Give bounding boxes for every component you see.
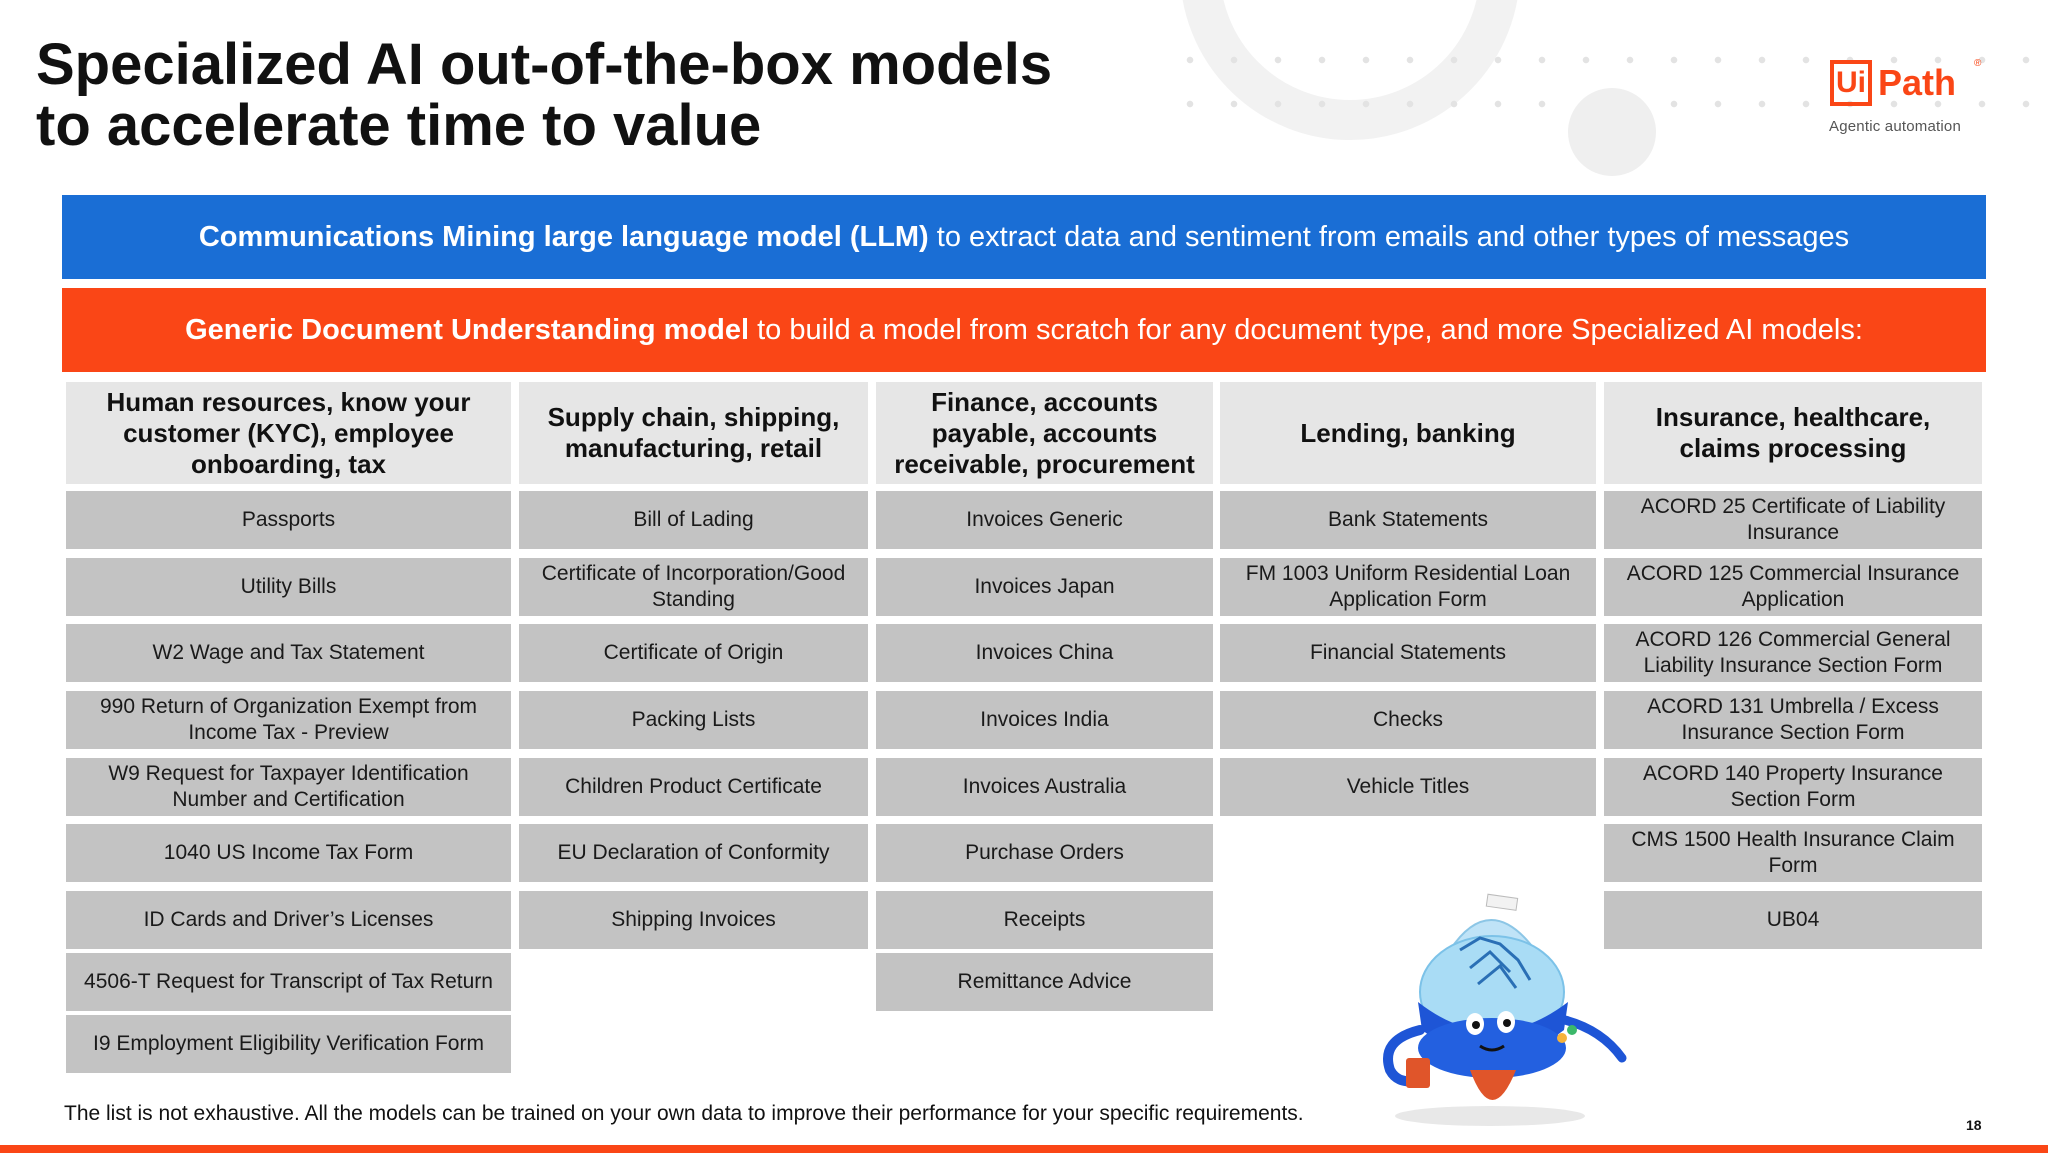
model-cell: ACORD 125 Commercial Insurance Applicati… bbox=[1604, 558, 1982, 616]
model-cell: Invoices Australia bbox=[876, 758, 1213, 816]
model-cell: 1040 US Income Tax Form bbox=[66, 824, 511, 882]
model-cell: ID Cards and Driver’s Licenses bbox=[66, 891, 511, 949]
model-cell: Packing Lists bbox=[519, 691, 868, 749]
du-banner-bold: Generic Document Understanding model bbox=[185, 313, 750, 346]
model-cell: ACORD 131 Umbrella / Excess Insurance Se… bbox=[1604, 691, 1982, 749]
model-cell: ACORD 25 Certificate of Liability Insura… bbox=[1604, 491, 1982, 549]
model-cell: CMS 1500 Health Insurance Claim Form bbox=[1604, 824, 1982, 882]
model-cell: ACORD 140 Property Insurance Section For… bbox=[1604, 758, 1982, 816]
model-cell: Passports bbox=[66, 491, 511, 549]
footnote: The list is not exhaustive. All the mode… bbox=[64, 1102, 1304, 1125]
model-cell: Children Product Certificate bbox=[519, 758, 868, 816]
model-cell: Invoices China bbox=[876, 624, 1213, 682]
category-header: Finance, accounts payable, accounts rece… bbox=[876, 382, 1213, 484]
model-cell: W2 Wage and Tax Statement bbox=[66, 624, 511, 682]
du-banner-text: to build a model from scratch for any do… bbox=[749, 313, 1863, 346]
slide-title: Specialized AI out-of-the-box models to … bbox=[36, 34, 1052, 156]
category-header: Insurance, healthcare, claims processing bbox=[1604, 382, 1982, 484]
model-cell: Invoices Japan bbox=[876, 558, 1213, 616]
model-cell: 4506-T Request for Transcript of Tax Ret… bbox=[66, 953, 511, 1011]
category-header: Supply chain, shipping, manufacturing, r… bbox=[519, 382, 868, 484]
category-header: Human resources, know your customer (KYC… bbox=[66, 382, 511, 484]
model-cell: UB04 bbox=[1604, 891, 1982, 949]
model-cell: Certificate of Origin bbox=[519, 624, 868, 682]
model-cell: Checks bbox=[1220, 691, 1596, 749]
model-cell: Remittance Advice bbox=[876, 953, 1213, 1011]
model-cell: Vehicle Titles bbox=[1220, 758, 1596, 816]
model-cell: Utility Bills bbox=[66, 558, 511, 616]
model-cell: Invoices India bbox=[876, 691, 1213, 749]
model-cell: Financial Statements bbox=[1220, 624, 1596, 682]
model-cell: Invoices Generic bbox=[876, 491, 1213, 549]
category-header: Lending, banking bbox=[1220, 382, 1596, 484]
llm-banner-text: to extract data and sentiment from email… bbox=[928, 220, 1850, 253]
slide-title-line-2: to accelerate time to value bbox=[36, 93, 762, 158]
uipath-logo: Ui Path ® Agentic automation bbox=[1826, 56, 1986, 140]
model-cell: EU Declaration of Conformity bbox=[519, 824, 868, 882]
model-cell: Purchase Orders bbox=[876, 824, 1213, 882]
slide-title-line-1: Specialized AI out-of-the-box models bbox=[36, 32, 1053, 97]
logo-tagline: Agentic automation bbox=[1829, 118, 1962, 135]
decorative-ring bbox=[1180, 0, 1520, 140]
model-cell: W9 Request for Taxpayer Identification N… bbox=[66, 758, 511, 816]
decorative-circle bbox=[1568, 88, 1656, 176]
llm-banner-bold: Communications Mining large language mod… bbox=[198, 220, 929, 253]
model-cell: I9 Employment Eligibility Verification F… bbox=[66, 1015, 511, 1073]
model-cell: Shipping Invoices bbox=[519, 891, 868, 949]
model-cell: Bank Statements bbox=[1220, 491, 1596, 549]
bottom-accent-bar bbox=[0, 1145, 2048, 1153]
llm-banner: Communications Mining large language mod… bbox=[62, 195, 1986, 279]
logo-mark: Ui bbox=[1830, 60, 1872, 106]
logo-registered-mark: ® bbox=[1974, 58, 1982, 69]
model-cell: ACORD 126 Commercial General Liability I… bbox=[1604, 624, 1982, 682]
model-cell: Receipts bbox=[876, 891, 1213, 949]
model-cell: Bill of Lading bbox=[519, 491, 868, 549]
du-banner: Generic Document Understanding model to … bbox=[62, 288, 1986, 372]
robot-mascot-illustration bbox=[1383, 893, 1627, 1126]
model-cell: 990 Return of Organization Exempt from I… bbox=[66, 691, 511, 749]
model-cell: Certificate of Incorporation/Good Standi… bbox=[519, 558, 868, 616]
model-cell: FM 1003 Uniform Residential Loan Applica… bbox=[1220, 558, 1596, 616]
page-number: 18 bbox=[1966, 1117, 1982, 1133]
logo-wordmark: Path bbox=[1878, 62, 1957, 103]
